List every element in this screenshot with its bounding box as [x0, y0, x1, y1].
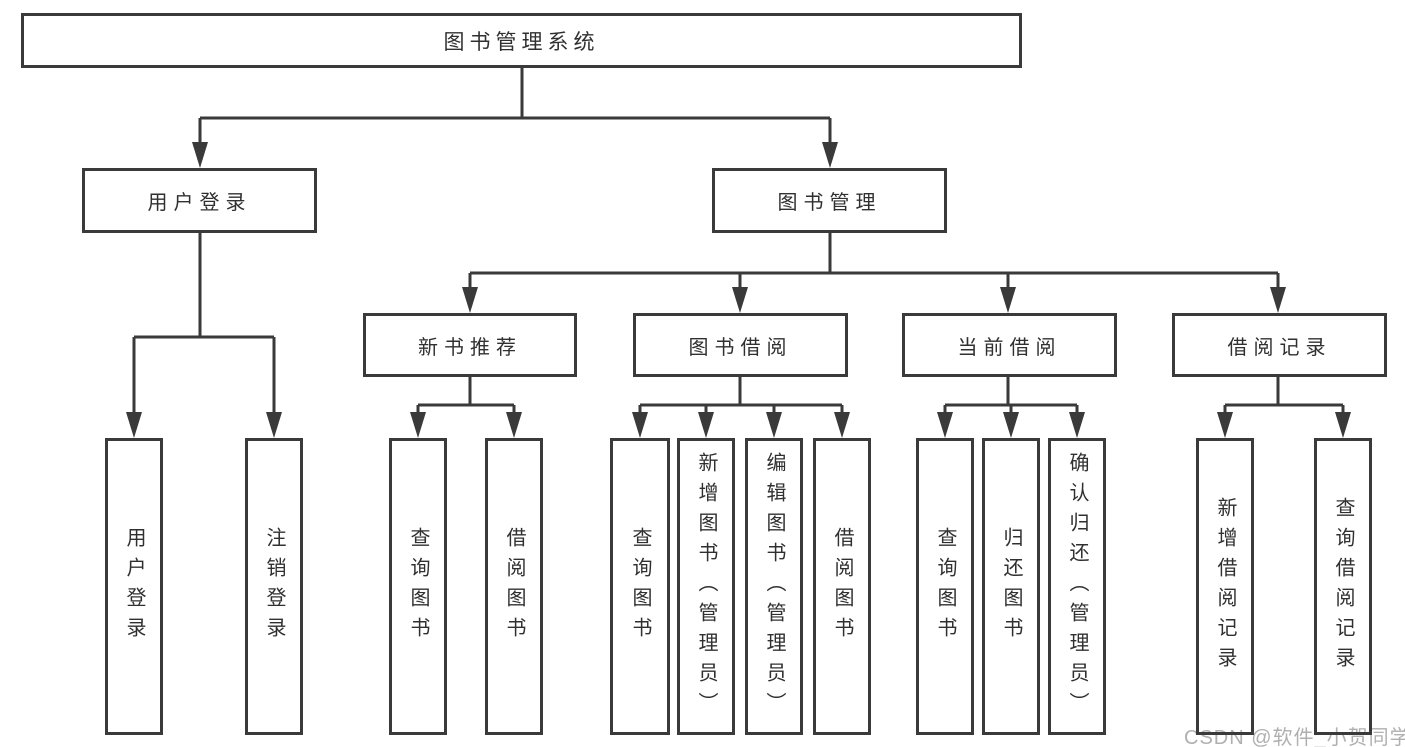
- node-box-leaf-query-books-1: 查询图书: [389, 438, 447, 735]
- node-box-leaf-return-books: 归还图书: [982, 438, 1040, 735]
- node-label-leaf-query-books-2: 查询图书: [629, 526, 651, 647]
- node-box-leaf-confirm-return-admin: 确认归还（管理员）: [1048, 438, 1106, 735]
- node-box-leaf-query-books-2: 查询图书: [610, 438, 670, 735]
- node-label-leaf-borrow-books-1: 借阅图书: [503, 526, 525, 647]
- node-box-leaf-query-books-3: 查询图书: [916, 438, 974, 735]
- node-label-leaf-query-books-1: 查询图书: [407, 526, 429, 647]
- node-box-leaf-borrow-books-1: 借阅图书: [485, 438, 543, 735]
- node-box-book-borrow: 图书借阅: [633, 313, 848, 377]
- node-label-borrow-records: 借阅记录: [1227, 336, 1332, 359]
- node-label-leaf-edit-books-admin: 编辑图书（管理员）: [763, 451, 785, 722]
- node-box-book-management: 图书管理: [712, 168, 947, 233]
- node-label-leaf-query-books-3: 查询图书: [934, 526, 956, 647]
- node-label-leaf-add-books-admin: 新增图书（管理员）: [695, 451, 717, 722]
- node-box-user-login: 用户登录: [82, 168, 317, 233]
- node-box-new-book-recommend: 新书推荐: [363, 313, 577, 377]
- node-box-borrow-records: 借阅记录: [1172, 313, 1387, 377]
- node-box-leaf-query-borrow-record: 查询借阅记录: [1314, 438, 1372, 735]
- csdn-watermark: CSDN @软件_小贺同学: [1184, 727, 1405, 747]
- node-label-leaf-confirm-return-admin: 确认归还（管理员）: [1066, 451, 1088, 722]
- node-label-current-borrow: 当前借阅: [957, 336, 1062, 359]
- node-box-leaf-add-books-admin: 新增图书（管理员）: [677, 438, 735, 735]
- node-label-user-login: 用户登录: [147, 192, 252, 214]
- node-label-leaf-query-borrow-record: 查询借阅记录: [1332, 496, 1354, 677]
- node-box-current-borrow: 当前借阅: [902, 313, 1117, 377]
- node-box-leaf-logout: 注销登录: [245, 438, 303, 735]
- node-label-leaf-borrow-books-2: 借阅图书: [831, 526, 853, 647]
- node-box-leaf-borrow-books-2: 借阅图书: [813, 438, 871, 735]
- node-box-leaf-add-borrow-record: 新增借阅记录: [1196, 438, 1254, 735]
- node-box-leaf-edit-books-admin: 编辑图书（管理员）: [745, 438, 803, 735]
- node-box-leaf-user-login: 用户登录: [105, 438, 163, 735]
- node-box-root: 图书管理系统: [21, 13, 1022, 68]
- node-label-root: 图书管理系统: [443, 30, 600, 54]
- node-label-leaf-return-books: 归还图书: [1000, 526, 1022, 647]
- node-label-leaf-add-borrow-record: 新增借阅记录: [1214, 496, 1236, 677]
- node-label-book-management: 图书管理: [777, 192, 882, 214]
- node-label-new-book-recommend: 新书推荐: [418, 336, 522, 359]
- node-label-leaf-user-login: 用户登录: [123, 526, 145, 647]
- node-label-book-borrow: 图书借阅: [688, 336, 793, 359]
- node-label-leaf-logout: 注销登录: [263, 526, 285, 647]
